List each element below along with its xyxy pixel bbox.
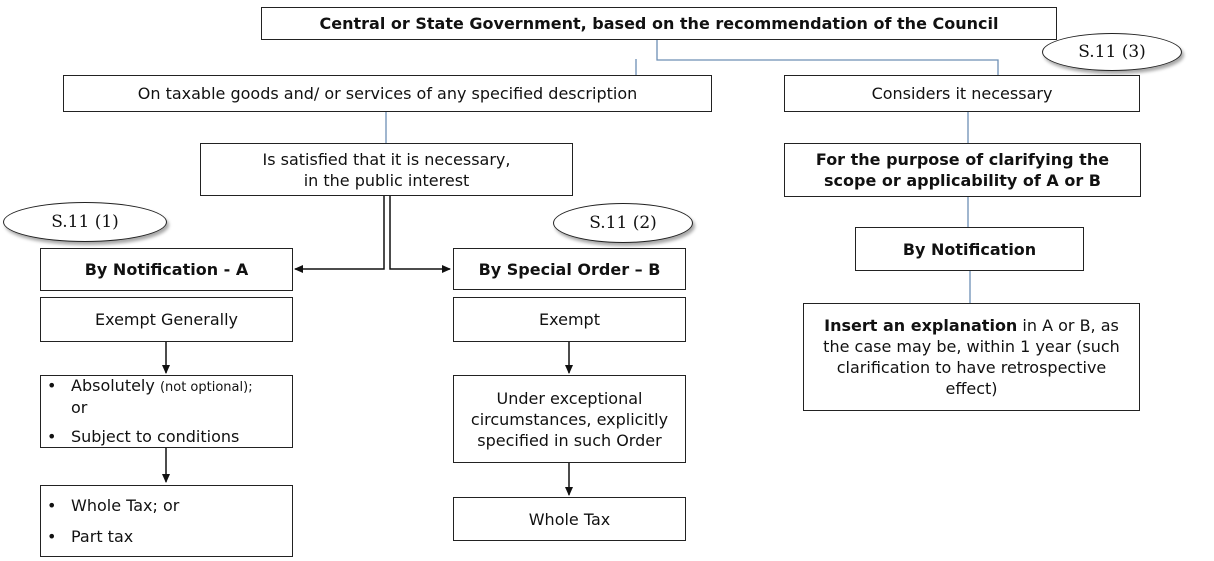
explanation-rest-text: in A or B, as the case may be, within 1 … — [823, 316, 1120, 398]
mode-item-absolutely: Absolutely (not optional); or — [41, 376, 253, 418]
insert-explanation-box: Insert an explanation in A or B, as the … — [803, 303, 1140, 411]
section-label-s11-2: S.11 (2) — [553, 203, 693, 243]
exempt-box: Exempt — [453, 297, 686, 342]
top-government-box: Central or State Government, based on th… — [261, 7, 1057, 40]
connector-top-right — [656, 40, 999, 75]
notification-a-box: By Notification - A — [40, 248, 293, 291]
tax-extent-box: Whole Tax; or Part tax — [40, 485, 293, 557]
whole-tax-box: Whole Tax — [453, 497, 686, 541]
clarifying-purpose-box: For the purpose of clarifying the scope … — [784, 143, 1141, 197]
special-order-b-box: By Special Order – B — [453, 248, 686, 290]
extent-item-part-tax: Part tax — [41, 526, 179, 548]
section-label-s11-1: S.11 (1) — [3, 202, 167, 242]
arrow-to-notification-a — [294, 196, 385, 273]
exemption-mode-box: Absolutely (not optional); or Subject to… — [40, 375, 293, 448]
exempt-generally-box: Exempt Generally — [40, 297, 293, 342]
exceptional-circumstances-box: Under exceptional circumstances, explici… — [453, 375, 686, 463]
top-government-text: Central or State Government, based on th… — [319, 14, 999, 33]
public-interest-box: Is satisfied that it is necessary, in th… — [200, 143, 573, 196]
condition-goods-services-box: On taxable goods and/ or services of any… — [63, 75, 712, 112]
explanation-bold-text: Insert an explanation — [824, 316, 1018, 335]
tax-extent-list: Whole Tax; or Part tax — [41, 495, 179, 548]
considers-necessary-box: Considers it necessary — [784, 75, 1140, 112]
extent-item-whole-tax: Whole Tax; or — [41, 495, 179, 517]
method-notification-box: By Notification — [855, 227, 1084, 271]
section-label-s11-3: S.11 (3) — [1042, 33, 1182, 71]
mode-item-subject-to-conditions: Subject to conditions — [41, 427, 253, 447]
arrow-to-special-order-b — [389, 196, 451, 273]
exemption-mode-list: Absolutely (not optional); or Subject to… — [41, 376, 253, 447]
